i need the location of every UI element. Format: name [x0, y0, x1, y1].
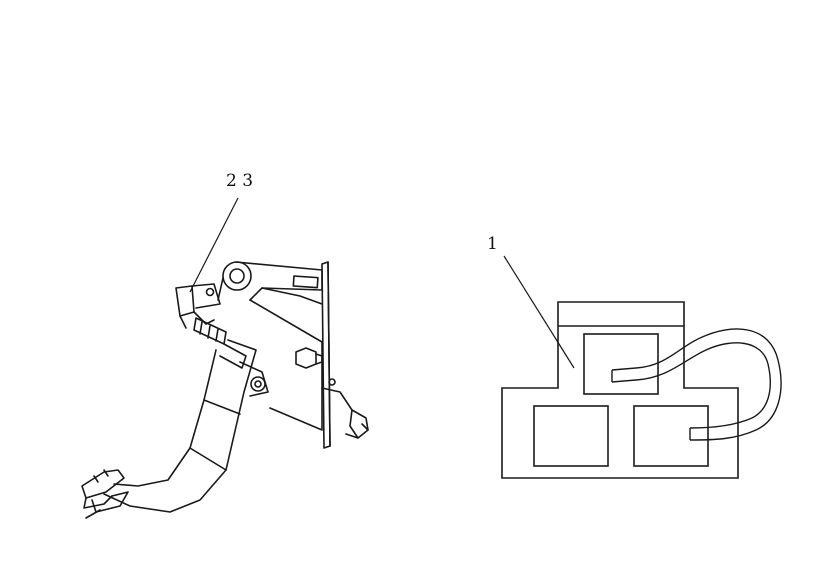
callout-label-1: 1	[487, 234, 498, 254]
callout-label-2-3: 2 3	[226, 171, 254, 191]
pivot-boss	[217, 261, 252, 301]
pedal-assembly	[81, 261, 369, 519]
switch-bracket	[175, 283, 247, 369]
adjuster-knob	[295, 347, 336, 386]
bottom-left-relay-module	[533, 405, 609, 467]
pedal-arm	[103, 339, 269, 513]
pedal-pad	[81, 469, 129, 519]
bottom-right-relay-module	[633, 405, 709, 467]
relay-cable	[611, 328, 782, 441]
relay-box	[501, 301, 739, 479]
box-outline	[501, 301, 739, 479]
leader-line-23	[189, 197, 239, 293]
lower-bracket	[321, 387, 369, 439]
pedal-bracket	[235, 261, 323, 431]
leader-line-1	[503, 255, 575, 369]
mounting-plate	[321, 261, 331, 449]
top-relay-module	[583, 333, 659, 395]
